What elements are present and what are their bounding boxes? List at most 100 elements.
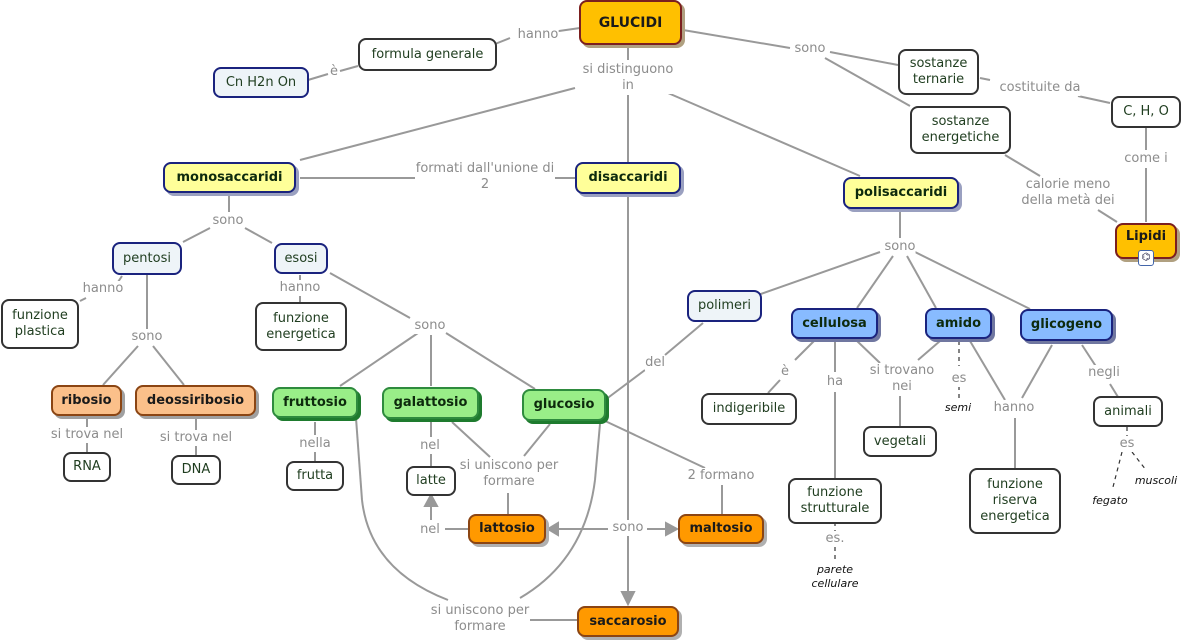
concept-indigeribile[interactable]: indigeribile	[701, 393, 797, 425]
link-label: sono	[414, 318, 446, 334]
concept-polisaccaridi[interactable]: polisaccaridi	[843, 177, 959, 209]
concept-galattosio[interactable]: galattosio	[382, 387, 479, 419]
concept-label: GLUCIDI	[598, 14, 663, 31]
concept-amido[interactable]: amido	[925, 308, 992, 339]
concept-funzione-energetica[interactable]: funzione energetica	[255, 302, 347, 351]
link-label: si trova nel	[159, 430, 233, 446]
concept-disaccaridi[interactable]: disaccaridi	[575, 162, 681, 194]
concept-esosi[interactable]: esosi	[274, 243, 328, 274]
concept-label: funzione strutturale	[800, 485, 870, 516]
concept-label: amido	[935, 315, 981, 331]
concept-glucidi[interactable]: GLUCIDI	[579, 0, 682, 45]
link-label: sono	[884, 239, 916, 255]
concept-monosaccaridi[interactable]: monosaccaridi	[163, 162, 296, 193]
concept-label: vegetali	[873, 433, 927, 449]
concept-label: maltosio	[689, 521, 753, 536]
concept-funzione-riserva-energetica[interactable]: funzione riserva energetica	[969, 468, 1061, 534]
concept-maltosio[interactable]: maltosio	[678, 514, 764, 544]
concept-label: indigeribile	[712, 401, 786, 416]
concept-label: frutta	[296, 468, 334, 483]
link-label: hanno	[279, 280, 321, 296]
link-label: ha	[826, 374, 844, 390]
concept-label: Cn H2n On	[225, 74, 297, 90]
concept-funzione-strutturale[interactable]: funzione strutturale	[788, 478, 882, 524]
concept-label: polimeri	[697, 298, 752, 313]
link-label: si uniscono per formare	[430, 603, 530, 635]
link-label: costituite da	[999, 80, 1081, 96]
concept-label: animali	[1104, 403, 1152, 419]
concept-funzione-plastica[interactable]: funzione plastica	[1, 299, 79, 349]
link-label: hanno	[993, 400, 1035, 416]
concept-label: DNA	[181, 462, 211, 477]
link-label: sono	[212, 213, 244, 229]
concept-label: deossiribosio	[146, 392, 245, 408]
concept-saccarosio[interactable]: saccarosio	[577, 606, 679, 637]
link-label: si trovano nei	[862, 363, 942, 395]
submap-icon[interactable]: ⌬	[1138, 250, 1154, 266]
concept-label: funzione plastica	[12, 308, 68, 339]
example-muscoli: muscoli	[1134, 474, 1178, 487]
link-label: formati dall'unione di 2	[415, 161, 555, 193]
link-label: si distinguono in	[578, 62, 678, 94]
link-label: nel	[420, 438, 440, 454]
link-label: si uniscono per formare	[459, 458, 559, 490]
concept-sostanze-energetiche[interactable]: sostanze energetiche	[910, 106, 1011, 154]
concept-label: latte	[416, 473, 446, 488]
link-label: nella	[299, 436, 331, 452]
link-label: è	[781, 364, 789, 380]
concept-label: saccarosio	[589, 613, 667, 629]
concept-glicogeno[interactable]: glicogeno	[1020, 309, 1113, 341]
concept-deossiribosio[interactable]: deossiribosio	[135, 385, 256, 416]
link-label: sono	[612, 520, 644, 536]
concept-label: galattosio	[393, 395, 468, 410]
concept-dna[interactable]: DNA	[171, 455, 221, 485]
concept-label: esosi	[284, 250, 318, 266]
link-label: es	[951, 371, 967, 387]
concept-label: lattosio	[479, 521, 535, 536]
concept-lattosio[interactable]: lattosio	[468, 514, 546, 544]
link-label: è	[330, 64, 338, 80]
concept-label: RNA	[73, 459, 101, 474]
concept-cn-h2n-on[interactable]: Cn H2n On	[213, 67, 309, 98]
link-label: calorie meno della metà dei	[1018, 177, 1118, 209]
example-semi: semi	[944, 401, 972, 414]
concept-label: C, H, O	[1123, 104, 1169, 119]
concept-fruttosio[interactable]: fruttosio	[272, 387, 358, 418]
link-label: 2 formano	[687, 468, 755, 484]
concept-label: cellulosa	[802, 315, 867, 331]
link-label: negli	[1088, 365, 1120, 381]
concept-label: fruttosio	[283, 394, 347, 410]
example-parete-cellulare: parete cellulare	[811, 563, 859, 590]
concept-label: glicogeno	[1030, 317, 1103, 332]
concept-latte[interactable]: latte	[406, 466, 456, 496]
concept-frutta[interactable]: frutta	[286, 461, 344, 491]
concept-glucosio[interactable]: glucosio	[522, 389, 606, 421]
concept-label: monosaccaridi	[176, 169, 283, 185]
concept-rna[interactable]: RNA	[63, 452, 111, 482]
concept-cellulosa[interactable]: cellulosa	[791, 308, 878, 339]
link-label: nel	[420, 522, 440, 538]
concept-label: sostanze energetiche	[921, 114, 1000, 145]
concept-label: disaccaridi	[588, 170, 668, 185]
link-label: hanno	[82, 281, 124, 297]
link-label: come i	[1124, 151, 1168, 167]
concept-label: ribosio	[61, 392, 112, 408]
concept-label: formula generale	[371, 46, 484, 62]
concept-vegetali[interactable]: vegetali	[863, 426, 937, 457]
concept-label: funzione riserva energetica	[980, 477, 1050, 524]
concept-label: pentosi	[123, 250, 171, 266]
concept-c-h-o[interactable]: C, H, O	[1111, 96, 1181, 128]
concept-label: sostanze ternarie	[909, 56, 968, 87]
concept-formula-generale[interactable]: formula generale	[358, 38, 497, 71]
concept-animali[interactable]: animali	[1093, 396, 1163, 427]
example-fegato: fegato	[1092, 494, 1128, 507]
link-label: del	[645, 355, 665, 371]
concept-ribosio[interactable]: ribosio	[51, 385, 122, 416]
concept-polimeri[interactable]: polimeri	[687, 290, 762, 322]
link-label: es.	[825, 531, 845, 547]
concept-sostanze-ternarie[interactable]: sostanze ternarie	[898, 49, 979, 95]
concept-label: Lipidi	[1125, 229, 1167, 244]
concept-label: polisaccaridi	[854, 185, 948, 200]
concept-pentosi[interactable]: pentosi	[112, 242, 182, 275]
